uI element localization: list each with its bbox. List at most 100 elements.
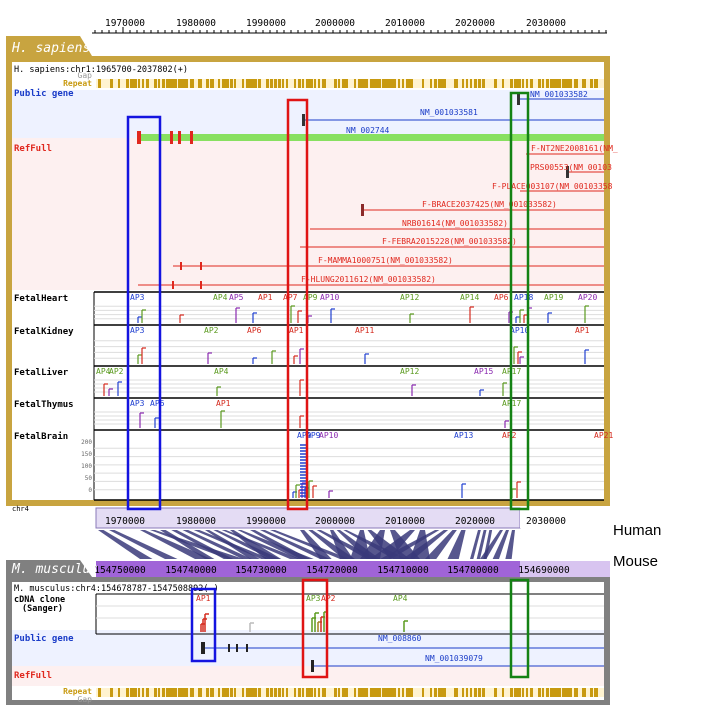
- repeat-block: [274, 688, 277, 697]
- repeat-block: [422, 79, 424, 88]
- repeat-label: Repeat: [63, 687, 92, 696]
- repeat-block: [398, 688, 400, 697]
- repeat-block: [298, 79, 301, 88]
- repeat-block: [438, 79, 442, 88]
- repeat-block: [98, 688, 101, 697]
- repeat-block: [390, 688, 394, 697]
- repeat-bg: [96, 688, 604, 697]
- public-gene-label: Public gene: [14, 88, 74, 99]
- gene-label: NM_001039079: [425, 654, 483, 663]
- repeat-block: [406, 79, 410, 88]
- repeat-block: [266, 79, 269, 88]
- repeat-block: [394, 688, 396, 697]
- repeat-block: [362, 79, 366, 88]
- repeat-block: [454, 688, 458, 697]
- repeat-block: [242, 79, 244, 88]
- synteny-link: [330, 530, 354, 559]
- repeat-block: [502, 79, 504, 88]
- axis-tick-label: 154690000: [518, 565, 570, 576]
- repeat-block: [374, 688, 378, 697]
- repeat-block: [118, 79, 120, 88]
- reffull-entry: NRB01614(NM_001033582): [402, 219, 508, 228]
- repeat-block: [142, 79, 144, 88]
- public-gene-label: Public gene: [14, 633, 74, 644]
- ap-label: AP6: [247, 326, 262, 335]
- highlight-boxes: [126, 91, 530, 679]
- repeat-block: [470, 688, 472, 697]
- axis-tick-label: 1970000: [105, 18, 145, 29]
- repeat-block: [186, 79, 188, 88]
- repeat-block: [110, 79, 113, 88]
- repeat-block: [410, 79, 413, 88]
- synteny-link: [480, 530, 503, 559]
- repeat-block: [182, 688, 186, 697]
- repeat-block: [190, 79, 194, 88]
- repeat-block: [550, 688, 554, 697]
- repeat-block: [434, 79, 437, 88]
- repeat-block: [582, 688, 586, 697]
- repeat-block: [234, 688, 236, 697]
- synteny-link: [230, 530, 282, 559]
- axis-tick-label: 2030000: [526, 516, 566, 527]
- repeat-block: [566, 688, 570, 697]
- repeat-block: [222, 79, 226, 88]
- repeat-block: [462, 688, 464, 697]
- repeat-block: [306, 688, 310, 697]
- repeat-block: [482, 79, 485, 88]
- highlight-box-green: [509, 91, 530, 511]
- highlight-box-red-mouse: [301, 578, 329, 679]
- repeat-block: [594, 688, 598, 697]
- axis-tick-label: 2000000: [315, 18, 355, 29]
- synteny-link: [505, 530, 515, 559]
- highlight-box-blue-mouse: [190, 587, 217, 663]
- y-tick-label: 150: [81, 451, 92, 458]
- reffull-entry: F-MAMMA1000751(NM_001033582): [318, 256, 453, 265]
- ap-label: AP20: [578, 293, 597, 302]
- ap-label: AP3: [130, 293, 145, 302]
- repeat-block: [98, 79, 101, 88]
- ap-label: AP21: [594, 431, 613, 440]
- repeat-block: [230, 79, 233, 88]
- repeat-block: [386, 79, 390, 88]
- synteny-link: [470, 530, 481, 559]
- repeat-block: [138, 79, 140, 88]
- repeat-block: [582, 79, 586, 88]
- reffull-entry: F-NT2NE2008161(NM_: [531, 144, 618, 153]
- repeat-block: [294, 688, 296, 697]
- repeat-block: [358, 79, 362, 88]
- repeat-block: [410, 688, 413, 697]
- repeat-block: [310, 79, 313, 88]
- repeat-block: [258, 79, 261, 88]
- repeat-block: [222, 688, 226, 697]
- repeat-block: [510, 688, 513, 697]
- repeat-block: [370, 79, 374, 88]
- repeat-block: [370, 688, 374, 697]
- repeat-block: [374, 79, 378, 88]
- reffull-entry: PRS00553(NM_00103: [530, 163, 612, 172]
- repeat-block: [270, 79, 273, 88]
- repeat-block: [354, 688, 356, 697]
- axis-tick-label: 1980000: [176, 516, 216, 527]
- repeat-block: [514, 688, 518, 697]
- axis-tick-label: 2010000: [385, 516, 425, 527]
- repeat-block: [590, 79, 593, 88]
- repeat-block: [174, 79, 177, 88]
- repeat-block: [546, 79, 549, 88]
- gap-label: Gap: [78, 695, 93, 704]
- repeat-block: [502, 688, 504, 697]
- location-text: M. musculus:chr4:154678787-1547508892(-): [14, 584, 219, 594]
- cdna-label: cDNA clone: [14, 595, 65, 605]
- repeat-block: [206, 79, 209, 88]
- repeat-block: [554, 79, 558, 88]
- repeat-block: [558, 79, 561, 88]
- repeat-block: [218, 79, 220, 88]
- repeat-block: [166, 688, 170, 697]
- repeat-block: [314, 79, 316, 88]
- ap-label: AP1: [258, 293, 273, 302]
- highlight-box-green-mouse: [509, 578, 530, 679]
- repeat-block: [494, 79, 497, 88]
- repeat-block: [130, 688, 134, 697]
- axis-tick-label: 1970000: [105, 516, 145, 527]
- repeat-block: [318, 79, 320, 88]
